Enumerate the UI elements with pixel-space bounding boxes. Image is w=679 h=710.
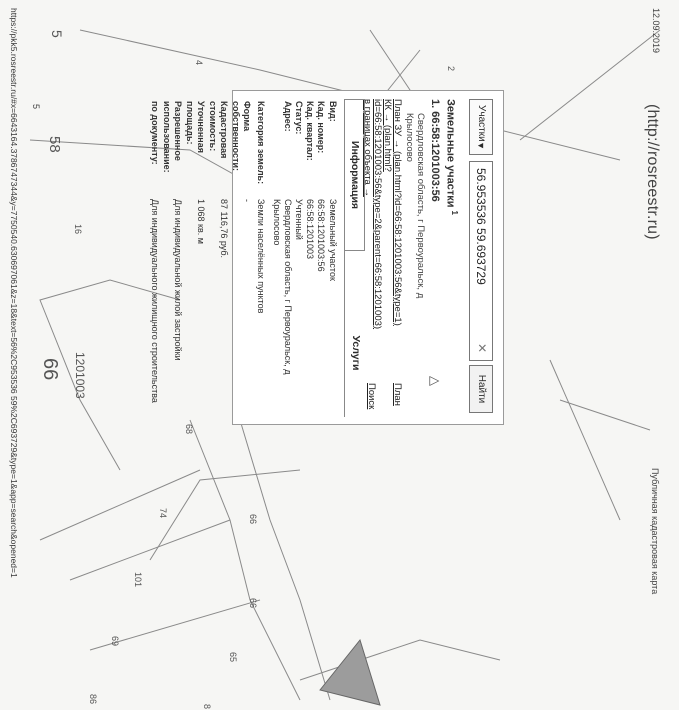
print-date: 12.09.2019 bbox=[651, 8, 661, 54]
results-title-text: Земельные участки bbox=[444, 99, 457, 208]
search-results-panel: Участки ▼ 56.953536 59.693729 ✕ Найти Зе… bbox=[150, 90, 504, 425]
info-row: Форма собственности: - bbox=[229, 101, 252, 419]
info-value: Для индивидуального жилищного строительс… bbox=[150, 199, 160, 403]
results-count: 1 bbox=[450, 210, 459, 215]
results-title: Земельные участки 1 bbox=[444, 99, 459, 215]
info-label: Разрешенное использование: bbox=[162, 101, 183, 173]
info-value: - bbox=[242, 199, 252, 202]
warning-triangle-icon[interactable]: △ bbox=[428, 376, 443, 386]
map-label: 65 bbox=[228, 652, 238, 662]
parcel-heading[interactable]: 1. 66:58:1201003:56 bbox=[429, 99, 441, 202]
info-row: Разрешенное использование: Для индивидуа… bbox=[160, 101, 183, 419]
info-label: Адрес: bbox=[283, 101, 293, 132]
search-input[interactable]: 56.953536 59.693729 bbox=[469, 161, 493, 361]
parcel-address-line: Крылосово bbox=[404, 113, 415, 162]
object-type-label: Участки bbox=[476, 105, 487, 142]
parcel-info-table: Вид: Земельный участок Кад. номер: 66:58… bbox=[137, 101, 338, 419]
chevron-down-icon: ▼ bbox=[476, 141, 486, 150]
page-header-title: Публичная кадастровая карта bbox=[650, 468, 660, 595]
info-value: 1 068 кв. м bbox=[196, 199, 206, 244]
info-value: 66:58:1201003:56 bbox=[316, 199, 326, 272]
info-row: по документу: Для индивидуального жилищн… bbox=[137, 101, 160, 419]
search-link[interactable]: Поиск bbox=[366, 383, 377, 410]
map-label: 66 bbox=[248, 514, 258, 524]
search-bar: Участки ▼ 56.953536 59.693729 ✕ Найти bbox=[467, 99, 495, 417]
info-label: Кадастровая стоимость: bbox=[208, 101, 229, 159]
info-label: Вид: bbox=[328, 101, 338, 122]
tab-services[interactable]: Услуги bbox=[350, 335, 362, 371]
info-label: Форма собственности: bbox=[231, 101, 252, 171]
object-type-select[interactable]: Участки ▼ bbox=[469, 99, 493, 155]
info-value: Земли населённых пунктов bbox=[256, 199, 266, 314]
info-row: Адрес: Свердловская область, г Первоурал… bbox=[266, 101, 293, 419]
map-label: 68 bbox=[184, 424, 194, 434]
map-label: 101 bbox=[133, 572, 143, 587]
info-value: 87 116,76 руб. bbox=[219, 199, 229, 259]
info-label: Категория земель: bbox=[256, 101, 266, 185]
map-label: 4 bbox=[194, 60, 204, 65]
info-row: Вид: Земельный участок bbox=[326, 101, 338, 419]
map-label: 66 bbox=[39, 358, 61, 380]
info-label: Статус: bbox=[294, 101, 304, 135]
close-icon[interactable]: ✕ bbox=[475, 343, 489, 354]
parcel-address-line: Свердловская область, г Первоуральск, д bbox=[415, 113, 426, 299]
plan-zu-link[interactable]: План ЗУ → (plan.html?id=66:58:1201003:56… bbox=[392, 99, 403, 326]
map-label: 58 bbox=[46, 136, 63, 153]
info-value: Учтенный bbox=[294, 199, 304, 240]
info-row: Кадастровая стоимость: 87 116,76 руб. bbox=[206, 101, 229, 419]
site-link[interactable]: (http://rosreestr.ru) bbox=[644, 104, 661, 240]
map-label: 5 bbox=[49, 30, 65, 38]
map-label: 8 bbox=[202, 704, 212, 709]
info-value: 66:58:1201003 bbox=[305, 199, 315, 260]
info-row: Кад. квартал: 66:58:1201003 bbox=[304, 101, 315, 419]
kk-link[interactable]: КК → (plan.html? bbox=[382, 99, 393, 172]
page-number: 5 bbox=[31, 104, 41, 110]
info-value: Для индивидуальной жилой застройки bbox=[173, 199, 183, 361]
info-label: по документу: bbox=[150, 101, 160, 165]
map-label: 2 bbox=[446, 66, 456, 71]
find-button[interactable]: Найти bbox=[469, 365, 493, 413]
map-label: 1201003 bbox=[73, 352, 87, 399]
info-value: Свердловская область, г Первоуральск, д … bbox=[272, 199, 293, 375]
map-label: 86 bbox=[88, 694, 98, 704]
panel-tabs: Информация Услуги bbox=[344, 99, 365, 417]
print-url: https://pkk5.rosreestr.ru/#x=6643164.378… bbox=[9, 8, 19, 578]
parcel-cad-number[interactable]: 66:58:1201003:56 bbox=[429, 111, 441, 202]
info-label: Кад. квартал: bbox=[305, 101, 315, 161]
kk-link-params[interactable]: id=66:58:1201003:56&type=2&parent=66:58:… bbox=[372, 99, 383, 330]
info-value: Земельный участок bbox=[328, 199, 338, 281]
map-label: 69 bbox=[110, 636, 120, 646]
info-row: Кад. номер: 66:58:1201003:56 bbox=[315, 101, 326, 419]
map-label: 74 bbox=[158, 508, 168, 518]
info-row: Статус: Учтенный bbox=[293, 101, 304, 419]
info-label: Уточненная площадь: bbox=[185, 101, 206, 153]
map-label: 66 bbox=[248, 598, 258, 608]
info-row: Уточненная площадь: 1 068 кв. м bbox=[183, 101, 206, 419]
map-label: 16 bbox=[73, 224, 83, 234]
info-row: Категория земель: Земли населённых пункт… bbox=[252, 101, 266, 419]
parcel-index: 1. bbox=[429, 99, 441, 109]
plan-link[interactable]: План bbox=[392, 383, 403, 406]
info-label: Кад. номер: bbox=[316, 101, 326, 154]
tab-information[interactable]: Информация bbox=[345, 99, 365, 251]
